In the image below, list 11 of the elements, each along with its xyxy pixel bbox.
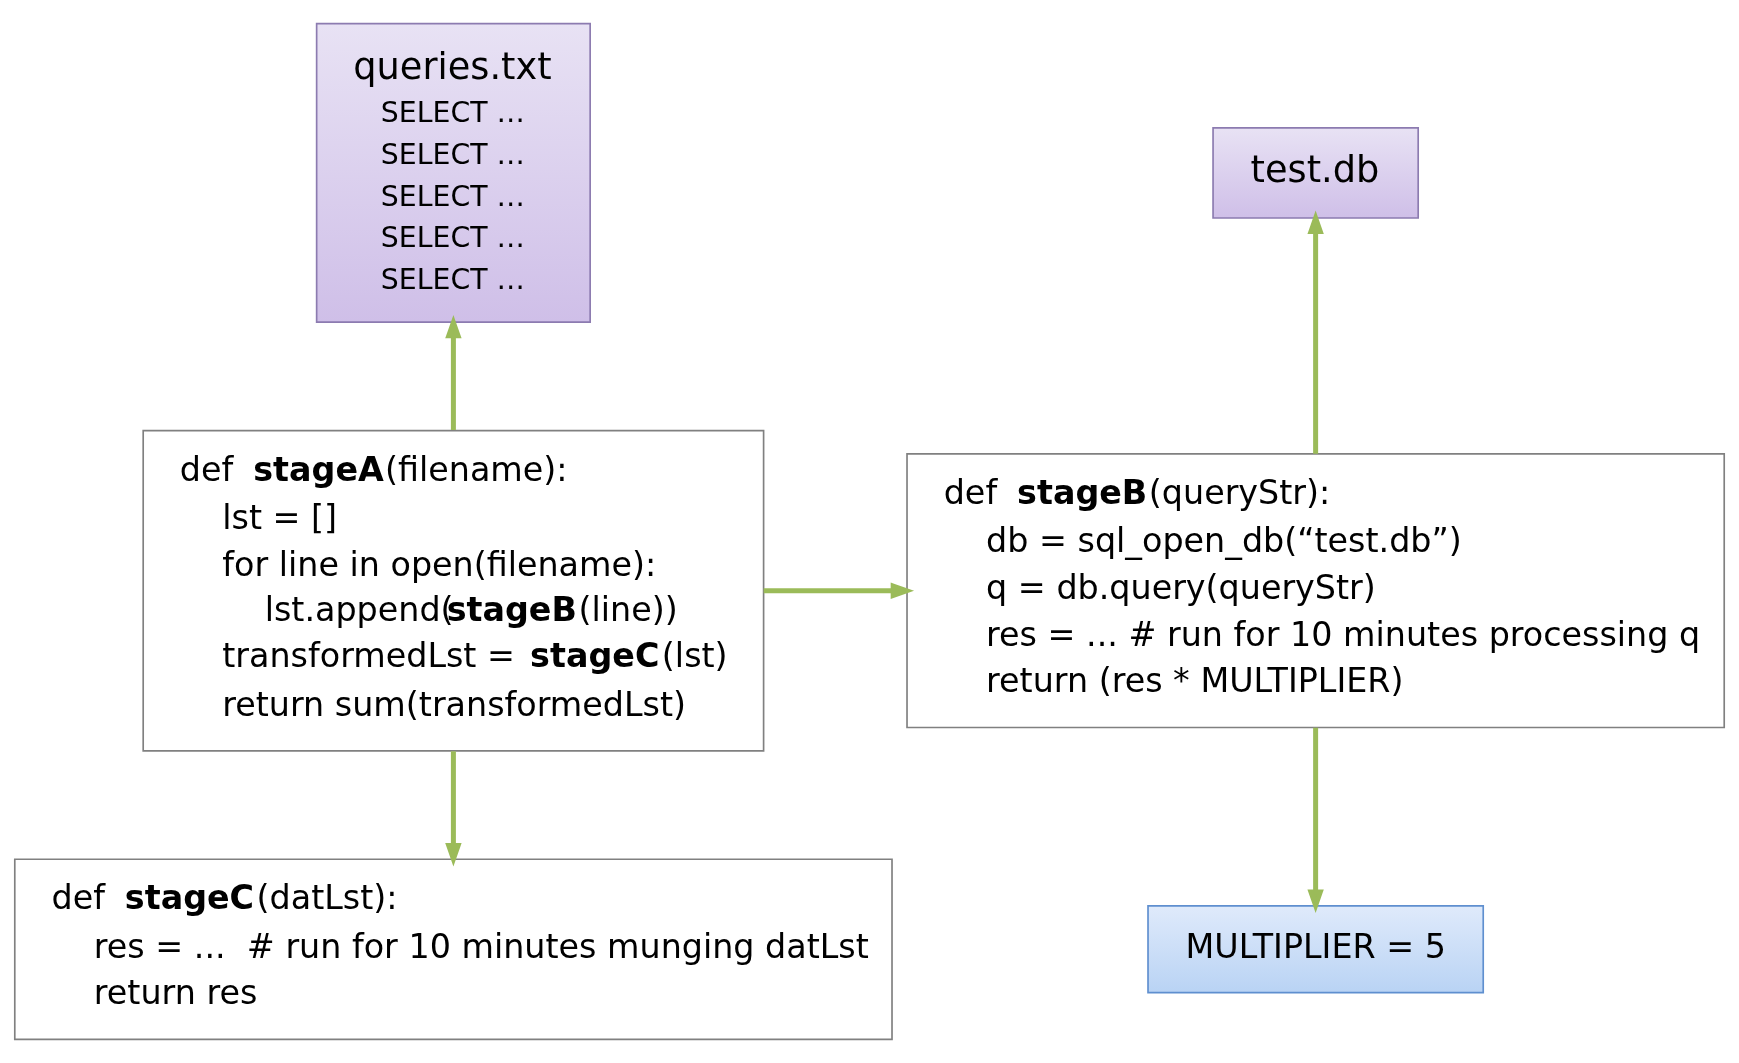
arrow <box>763 582 915 599</box>
node-box: def stageA(filename): lst = [] for line in open(filename): lst.append(stageB(line)) transformedLst = stageC(lst) return sum(transformedLst) <box>142 429 765 752</box>
arrow <box>1307 727 1324 913</box>
arrow <box>445 314 462 430</box>
node-box: test.db <box>1212 127 1420 219</box>
node-box: def stageC(datLst): res = ... # run for 10 minutes munging datLst return res <box>13 858 893 1041</box>
node-box: MULTIPLIER = 5 <box>1147 905 1485 994</box>
arrow <box>1307 210 1324 454</box>
node-box: def stageB(queryStr): db = sql_open_db(“test.db”) q = db.query(queryStr) res = ... # run for 10 minutes processing q return (res * MULTIPLIER) <box>906 453 1726 729</box>
arrow <box>445 751 462 867</box>
node-box: queries.txt SELECT … SELECT … SELECT … SELECT … SELECT … <box>315 22 591 324</box>
